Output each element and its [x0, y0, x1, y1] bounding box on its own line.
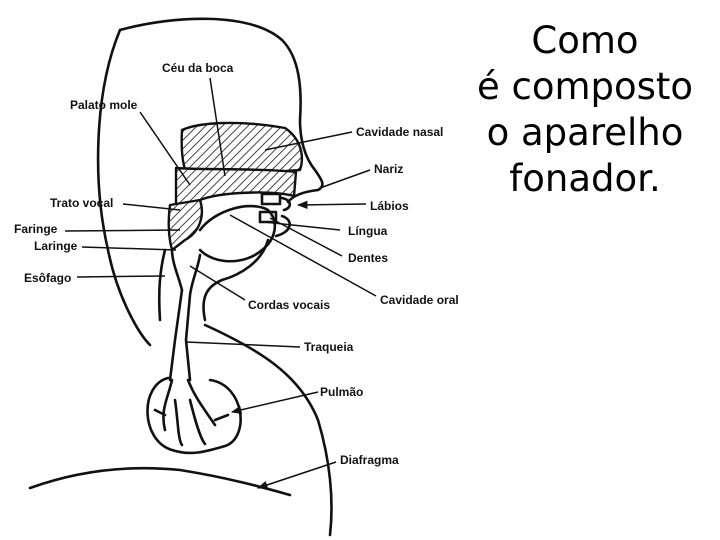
chest-outline [205, 325, 332, 535]
label-esofago: Esôfago [24, 271, 71, 285]
palate-shape [176, 168, 296, 205]
title-line-4: fonador. [470, 156, 700, 202]
label-faringe: Faringe [14, 222, 58, 236]
title-line-2: é composto [470, 64, 700, 110]
leader-dentes [270, 218, 342, 256]
leader-faringe [65, 230, 180, 231]
title-line-3: o aparelho [470, 110, 700, 156]
label-cavidade-nasal: Cavidade nasal [356, 125, 443, 139]
label-diafragma: Diafragma [340, 453, 399, 467]
label-lingua: Língua [348, 224, 388, 238]
label-pulmao: Pulmão [320, 385, 363, 399]
label-trato-vocal: Trato vocal [50, 196, 113, 210]
back-of-head-outline [98, 30, 150, 345]
esophagus [159, 250, 165, 320]
label-nariz: Nariz [374, 162, 403, 176]
lips [282, 198, 290, 210]
leader-laringe [82, 247, 176, 250]
label-dentes: Dentes [348, 251, 388, 265]
larynx-right [186, 255, 200, 380]
larynx-left [170, 250, 182, 380]
bronchi [155, 380, 228, 445]
label-cavidade-oral: Cavidade oral [380, 293, 459, 307]
label-palato-mole: Palato mole [70, 98, 138, 112]
leader-esofago [77, 276, 165, 277]
leader-diafragma [258, 462, 336, 488]
leader-pulmao [232, 392, 318, 412]
leader-labios [298, 204, 366, 205]
label-cordas-vocais: Cordas vocais [248, 298, 330, 312]
slide-title: Como é composto o aparelho fonador. [470, 18, 700, 202]
pharynx-shape [169, 200, 202, 250]
label-labios: Lábios [370, 199, 409, 213]
leader-nariz [320, 170, 370, 188]
title-line-1: Como [470, 18, 700, 64]
label-traqueia: Traqueia [304, 340, 354, 354]
upper-teeth [262, 194, 280, 204]
label-laringe: Laringe [34, 239, 78, 253]
label-ceu-da-boca: Céu da boca [162, 61, 234, 75]
diaphragm-outline [30, 468, 290, 495]
leader-cordas-vocais [190, 266, 245, 300]
lower-lip [276, 216, 290, 236]
